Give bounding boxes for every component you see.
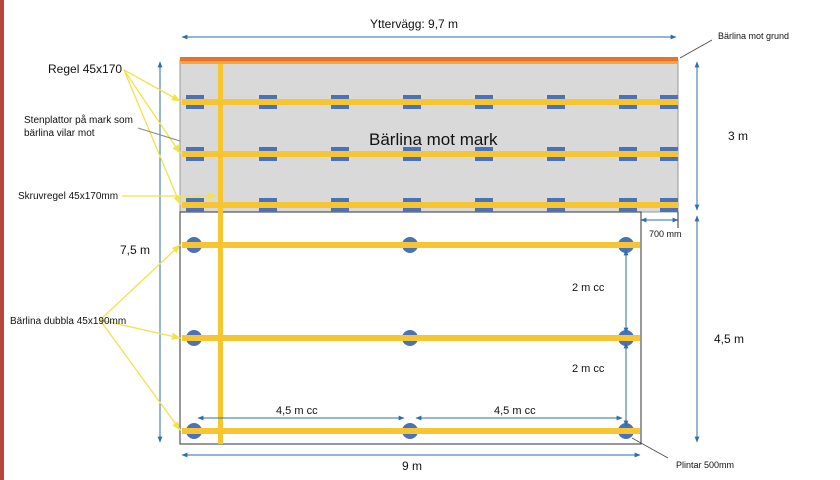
leader-regel-2 [123, 69, 181, 154]
stenplatta-1-6-0 [619, 147, 637, 151]
stenplatta-0-3-1 [403, 105, 421, 109]
stenplatta-1-5-0 [547, 147, 565, 151]
leader-regel-3 [123, 69, 181, 205]
stenplatta-2-0-1 [186, 208, 204, 212]
barlina-mark-label: Bärlina mot mark [369, 130, 498, 149]
stenplatta-0-2-0 [331, 95, 349, 99]
stenplatta-0-3-0 [403, 95, 421, 99]
stenplatta-0-0-0 [186, 95, 204, 99]
stenplatta-2-3-0 [403, 198, 421, 202]
stenplatta-0-7-0 [660, 95, 678, 99]
stenplatta-2-6-1 [619, 208, 637, 212]
stenplatta-1-5-1 [547, 157, 565, 161]
regel-label: Regel 45x170 [48, 62, 122, 76]
stenplatta-0-0-1 [186, 105, 204, 109]
stenplatta-2-0-0 [186, 198, 204, 202]
stenplatta-0-4-0 [475, 95, 493, 99]
leader-barlina-2 [99, 319, 181, 340]
stenplatta-1-2-1 [331, 157, 349, 161]
stenplatta-0-1-0 [259, 95, 277, 99]
stenplatta-1-2-0 [331, 147, 349, 151]
spacing-lower-label: 2 m cc [572, 363, 605, 375]
bottom-height-label: 4,5 m [714, 332, 744, 346]
left-accent-bar [0, 0, 4, 480]
stenplatta-1-4-0 [475, 147, 493, 151]
stenplatta-1-7-1 [660, 157, 678, 161]
stenplatta-0-5-1 [547, 105, 565, 109]
stenplatta-0-2-1 [331, 105, 349, 109]
stenplatta-2-2-1 [331, 208, 349, 212]
stenplatta-2-4-0 [475, 198, 493, 202]
ground-slab-area [179, 59, 679, 213]
stenplattor-label-1: Stenplattor på mark som [24, 114, 133, 126]
upper-beam-2 [182, 151, 678, 157]
barlina-grund-label: Bärlina mot grund [718, 31, 789, 41]
stenplattor-group [186, 95, 678, 212]
stenplatta-2-7-1 [660, 208, 678, 212]
stenplatta-1-7-0 [660, 147, 678, 151]
stenplatta-1-1-1 [259, 157, 277, 161]
barlina-dubbla-label: Bärlina dubbla 45x190mm [10, 316, 126, 327]
stenplatta-0-4-1 [475, 105, 493, 109]
outer-wall-label: Yttervägg: 9,7 m [370, 17, 458, 31]
leader-regel-1 [123, 69, 181, 102]
stenplatta-2-7-0 [660, 198, 678, 202]
stenplatta-0-5-0 [547, 95, 565, 99]
stenplatta-0-7-1 [660, 105, 678, 109]
stenplatta-1-6-1 [619, 157, 637, 161]
stenplatta-1-3-1 [403, 157, 421, 161]
spacing-upper-label: 2 m cc [572, 282, 605, 294]
stenplatta-2-4-1 [475, 208, 493, 212]
cc-right-label: 4,5 m cc [494, 405, 536, 417]
leader-barlina-grund [679, 39, 713, 59]
lower-beam-2 [182, 335, 640, 341]
upper-beam-3 [182, 202, 678, 208]
foundation-top-band-inner [180, 61, 678, 64]
stenplatta-2-1-1 [259, 208, 277, 212]
stenplatta-2-5-1 [547, 208, 565, 212]
foundation-top-band [180, 57, 678, 61]
offset-700-label: 700 mm [649, 229, 682, 239]
plintar-label: Plintar 500mm [676, 460, 734, 470]
stenplatta-2-1-0 [259, 198, 277, 202]
stenplatta-1-0-0 [186, 147, 204, 151]
stenplatta-0-1-1 [259, 105, 277, 109]
total-height-label: 7,5 m [120, 243, 150, 257]
stenplatta-1-3-0 [403, 147, 421, 151]
stenplattor-label-2: bärlina vilar mot [24, 128, 95, 139]
leader-barlina-3 [99, 319, 181, 431]
stenplatta-2-3-1 [403, 208, 421, 212]
stenplatta-1-1-0 [259, 147, 277, 151]
stenplatta-0-6-0 [619, 95, 637, 99]
lower-beam-3 [182, 428, 640, 434]
skruvregel-vertical-beam [218, 64, 223, 444]
width-9m-label: 9 m [402, 459, 422, 473]
top-height-label: 3 m [728, 129, 748, 143]
skruvregel-label: Skruvregel 45x170mm [18, 191, 118, 202]
stenplatta-2-6-0 [619, 198, 637, 202]
upper-beam-1 [182, 99, 678, 105]
leader-plintar [631, 437, 669, 459]
stenplatta-1-0-1 [186, 157, 204, 161]
leader-barlina-1 [99, 244, 181, 321]
stenplatta-2-2-0 [331, 198, 349, 202]
leader-stenplattor [137, 127, 181, 142]
lower-beam-1 [182, 242, 640, 248]
stenplatta-0-6-1 [619, 105, 637, 109]
stenplatta-1-4-1 [475, 157, 493, 161]
stenplatta-2-5-0 [547, 198, 565, 202]
cc-left-label: 4,5 m cc [276, 405, 318, 417]
